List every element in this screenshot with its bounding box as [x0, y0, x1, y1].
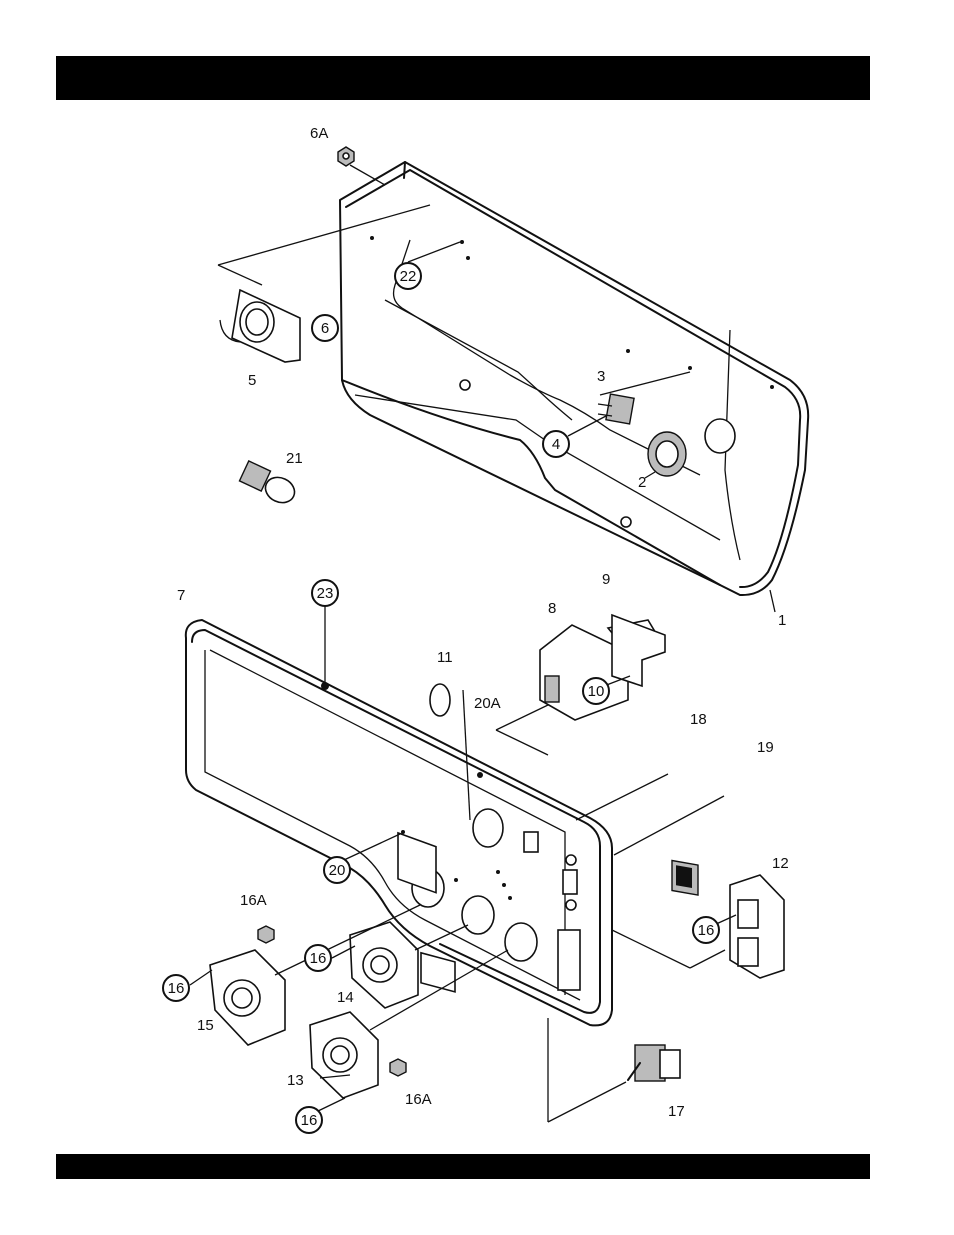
nut-6a	[218, 147, 430, 285]
callout-16-bottom: 16	[301, 1112, 318, 1129]
label-16a-bottom: 16A	[405, 1091, 432, 1108]
callout-6: 6	[321, 320, 329, 337]
meter	[398, 684, 470, 893]
label-13: 13	[287, 1072, 304, 1089]
label-21: 21	[286, 450, 303, 467]
label-19: 19	[757, 739, 774, 756]
label-9: 9	[602, 571, 610, 588]
label-18: 18	[690, 711, 707, 728]
callout-10: 10	[588, 683, 605, 700]
label-17: 17	[668, 1103, 685, 1120]
callout-16-left: 16	[168, 980, 185, 997]
label-20a: 20A	[474, 695, 501, 712]
label-7: 7	[177, 587, 185, 604]
label-5: 5	[248, 372, 256, 389]
toggle-switch	[548, 1018, 680, 1122]
label-1: 1	[778, 612, 786, 629]
callout-20: 20	[329, 862, 346, 879]
label-3: 3	[597, 368, 605, 385]
circuit-breaker	[496, 615, 665, 755]
label-6a: 6A	[310, 125, 328, 142]
locking-receptacles	[210, 905, 508, 1098]
label-2: 2	[638, 474, 646, 491]
callout-4: 4	[552, 436, 560, 453]
label-14: 14	[337, 989, 354, 1006]
control-box-housing	[340, 162, 808, 595]
callout-16-right: 16	[698, 922, 715, 939]
callout-22: 22	[400, 268, 417, 285]
callout-23: 23	[317, 585, 334, 602]
lamp-holder	[220, 290, 300, 362]
callout-16-middle: 16	[310, 950, 327, 967]
bulb	[239, 461, 298, 507]
label-16a-top: 16A	[240, 892, 267, 909]
label-8: 8	[548, 600, 556, 617]
label-12: 12	[772, 855, 789, 872]
label-15: 15	[197, 1017, 214, 1034]
label-11: 11	[437, 649, 453, 666]
